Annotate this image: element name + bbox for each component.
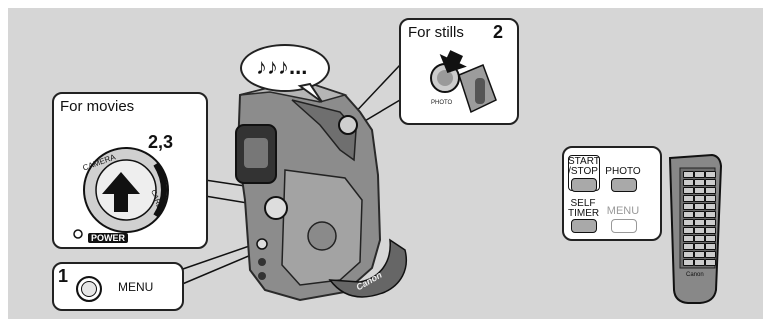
remote-key bbox=[705, 211, 716, 218]
remote-key bbox=[705, 195, 716, 202]
remote-key bbox=[683, 195, 694, 202]
remote-key bbox=[694, 259, 705, 266]
svg-text:PHOTO: PHOTO bbox=[431, 100, 453, 106]
for-movies-label: For movies bbox=[60, 98, 134, 115]
remote-key bbox=[683, 235, 694, 242]
remote-key bbox=[694, 235, 705, 242]
photo-button[interactable] bbox=[611, 178, 637, 192]
remote-brand: Canon bbox=[686, 272, 704, 278]
step-1-label: 1 bbox=[58, 266, 68, 287]
remote-key bbox=[683, 179, 694, 186]
self-timer-button[interactable] bbox=[571, 219, 597, 233]
start-stop-button[interactable] bbox=[571, 178, 597, 192]
power-label: POWER bbox=[88, 233, 128, 243]
remote-key bbox=[705, 219, 716, 226]
remote-key bbox=[683, 211, 694, 218]
remote-key bbox=[694, 251, 705, 258]
callout-for-movies bbox=[52, 92, 208, 249]
remote-key bbox=[694, 195, 705, 202]
remote-key bbox=[694, 171, 705, 178]
for-stills-label: For stills bbox=[408, 24, 464, 41]
sound-notes: ♪♪♪... bbox=[256, 54, 307, 80]
remote-key bbox=[683, 243, 694, 250]
remote-key bbox=[683, 203, 694, 210]
remote-key bbox=[705, 235, 716, 242]
start-stop-label-line2: /STOP bbox=[568, 166, 598, 177]
remote-key bbox=[694, 187, 705, 194]
remote-key bbox=[683, 171, 694, 178]
remote-key bbox=[694, 211, 705, 218]
remote-key bbox=[705, 259, 716, 266]
remote-key bbox=[694, 203, 705, 210]
menu-remote-label: MENU bbox=[603, 206, 643, 217]
remote-key bbox=[694, 227, 705, 234]
remote-key bbox=[705, 251, 716, 258]
step-2-3-label: 2,3 bbox=[148, 132, 173, 153]
remote-key bbox=[705, 179, 716, 186]
remote-key bbox=[683, 259, 694, 266]
remote-key bbox=[705, 171, 716, 178]
menu-button-closeup bbox=[76, 276, 102, 302]
self-timer-label-line2: TIMER bbox=[568, 208, 598, 219]
menu-label: MENU bbox=[118, 280, 153, 294]
step-2-label: 2 bbox=[493, 22, 503, 43]
photo-label: PHOTO bbox=[603, 166, 643, 177]
remote-key bbox=[705, 243, 716, 250]
remote-key bbox=[683, 251, 694, 258]
remote-key bbox=[694, 179, 705, 186]
menu-remote-button[interactable] bbox=[611, 219, 637, 233]
remote-key bbox=[694, 243, 705, 250]
power-dial-closeup bbox=[54, 94, 206, 247]
remote-key bbox=[683, 227, 694, 234]
remote-key bbox=[694, 219, 705, 226]
remote-key bbox=[683, 219, 694, 226]
camcorder-body bbox=[236, 80, 406, 300]
remote-key bbox=[705, 203, 716, 210]
remote-key bbox=[683, 187, 694, 194]
remote-key bbox=[705, 227, 716, 234]
remote-key bbox=[705, 187, 716, 194]
